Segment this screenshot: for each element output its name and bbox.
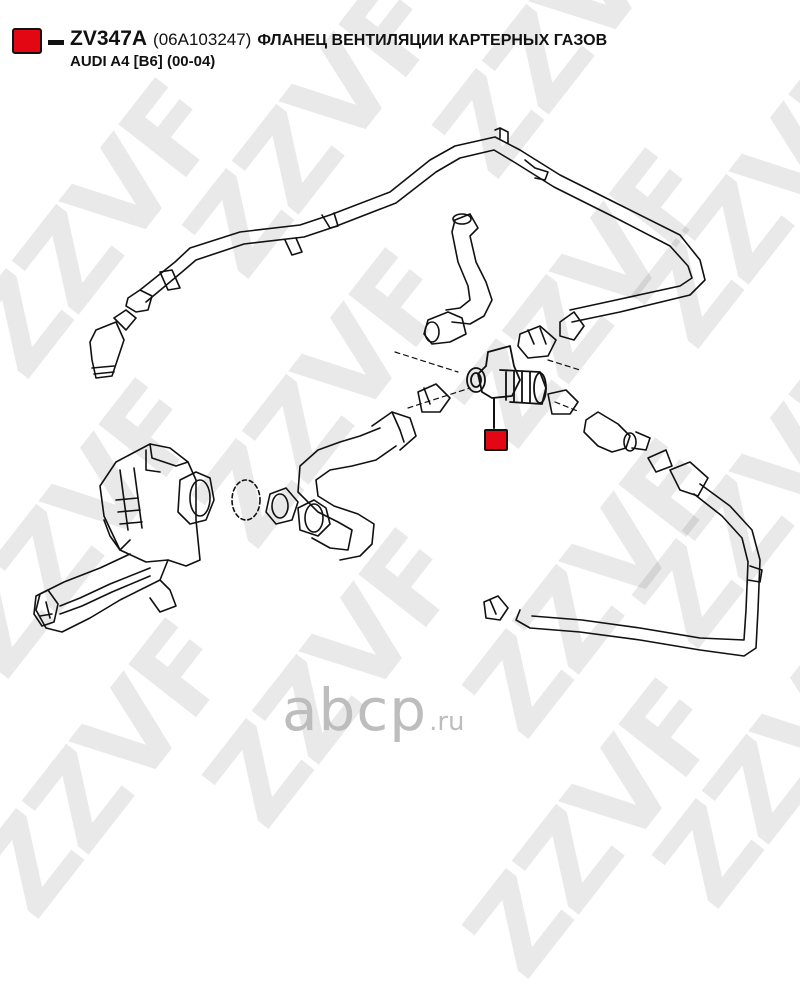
oem-number: (06A103247): [153, 30, 252, 49]
hose-clamps: [417, 311, 585, 415]
site-logo: abcp.ru: [282, 676, 465, 744]
part-callout-marker: [484, 429, 508, 451]
legend-marker: [12, 28, 42, 54]
part-code: ZV347A: [70, 27, 148, 50]
check-valve: [583, 411, 673, 473]
crankcase-vent-flange: [466, 345, 547, 405]
assembly-lines: [394, 351, 581, 413]
elbow-tube: [423, 213, 493, 345]
upper-hose: [139, 127, 706, 323]
part-name: ФЛАНЕЦ ВЕНТИЛЯЦИИ КАРТЕРНЫХ ГАЗОВ: [257, 32, 608, 49]
site-logo-suffix: .ru: [429, 707, 465, 737]
left-elbow: [89, 289, 153, 379]
vehicle-application: AUDI A4 [B6] (00-04): [70, 53, 216, 70]
main-breather-hose: [265, 411, 417, 561]
parts-diagram: [33, 127, 763, 657]
right-hose: [483, 461, 763, 657]
title-line: ZV347A (06A103247) ФЛАНЕЦ ВЕНТИЛЯЦИИ КАРТЕ…: [70, 27, 607, 51]
gasket: [177, 471, 261, 525]
site-logo-main: abcp: [282, 676, 428, 744]
legend-dash: [48, 40, 64, 45]
oil-separator: [33, 443, 201, 633]
